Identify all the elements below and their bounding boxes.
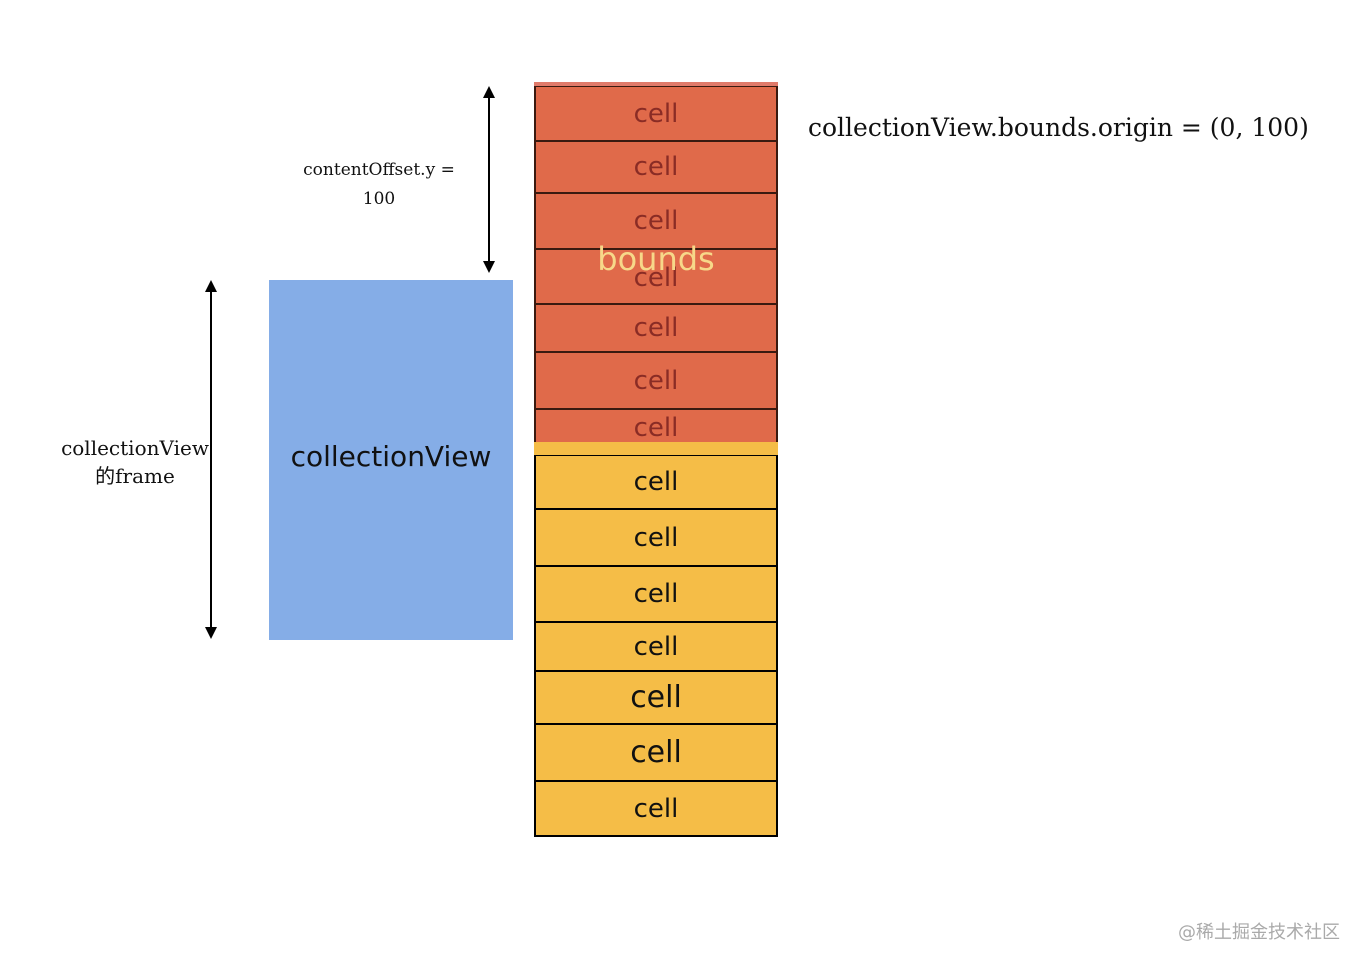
collection-view-frame: collectionView: [269, 280, 513, 640]
frame-label-line2: 的frame: [95, 464, 175, 488]
content-cell: cell: [534, 509, 778, 566]
bounds-label: bounds: [597, 240, 715, 278]
bounds-cell: cell: [534, 141, 778, 193]
frame-label-line1: collectionView: [61, 436, 209, 460]
watermark: @稀土掘金技术社区: [1178, 922, 1340, 943]
content-cell: cell: [534, 455, 778, 509]
content-cell: cell: [534, 622, 778, 671]
content-cell: cell: [534, 671, 778, 724]
content-offset-label-line1: contentOffset.y =: [303, 160, 455, 180]
content-offset-label-line2: 100: [362, 189, 396, 209]
collection-view-label: collectionView: [290, 440, 492, 473]
bounds-cell: cell: [534, 193, 778, 249]
bounds-origin-label: collectionView.bounds.origin = (0, 100): [808, 113, 1309, 142]
frame-label: collectionView 的frame: [58, 434, 212, 490]
bounds-top-edge: [534, 82, 778, 86]
bounds-cell: cell: [534, 352, 778, 409]
bounds-cell: cell: [534, 304, 778, 352]
bounds-cell: cell: [534, 409, 778, 443]
content-cell: cell: [534, 724, 778, 781]
bounds-cell: cell: [534, 249, 778, 304]
content-cell: cell: [534, 781, 778, 837]
bounds-cell: cell: [534, 86, 778, 141]
content-offset-label: contentOffset.y = 100: [300, 156, 458, 214]
content-gap: [534, 442, 778, 456]
content-cell: cell: [534, 566, 778, 622]
